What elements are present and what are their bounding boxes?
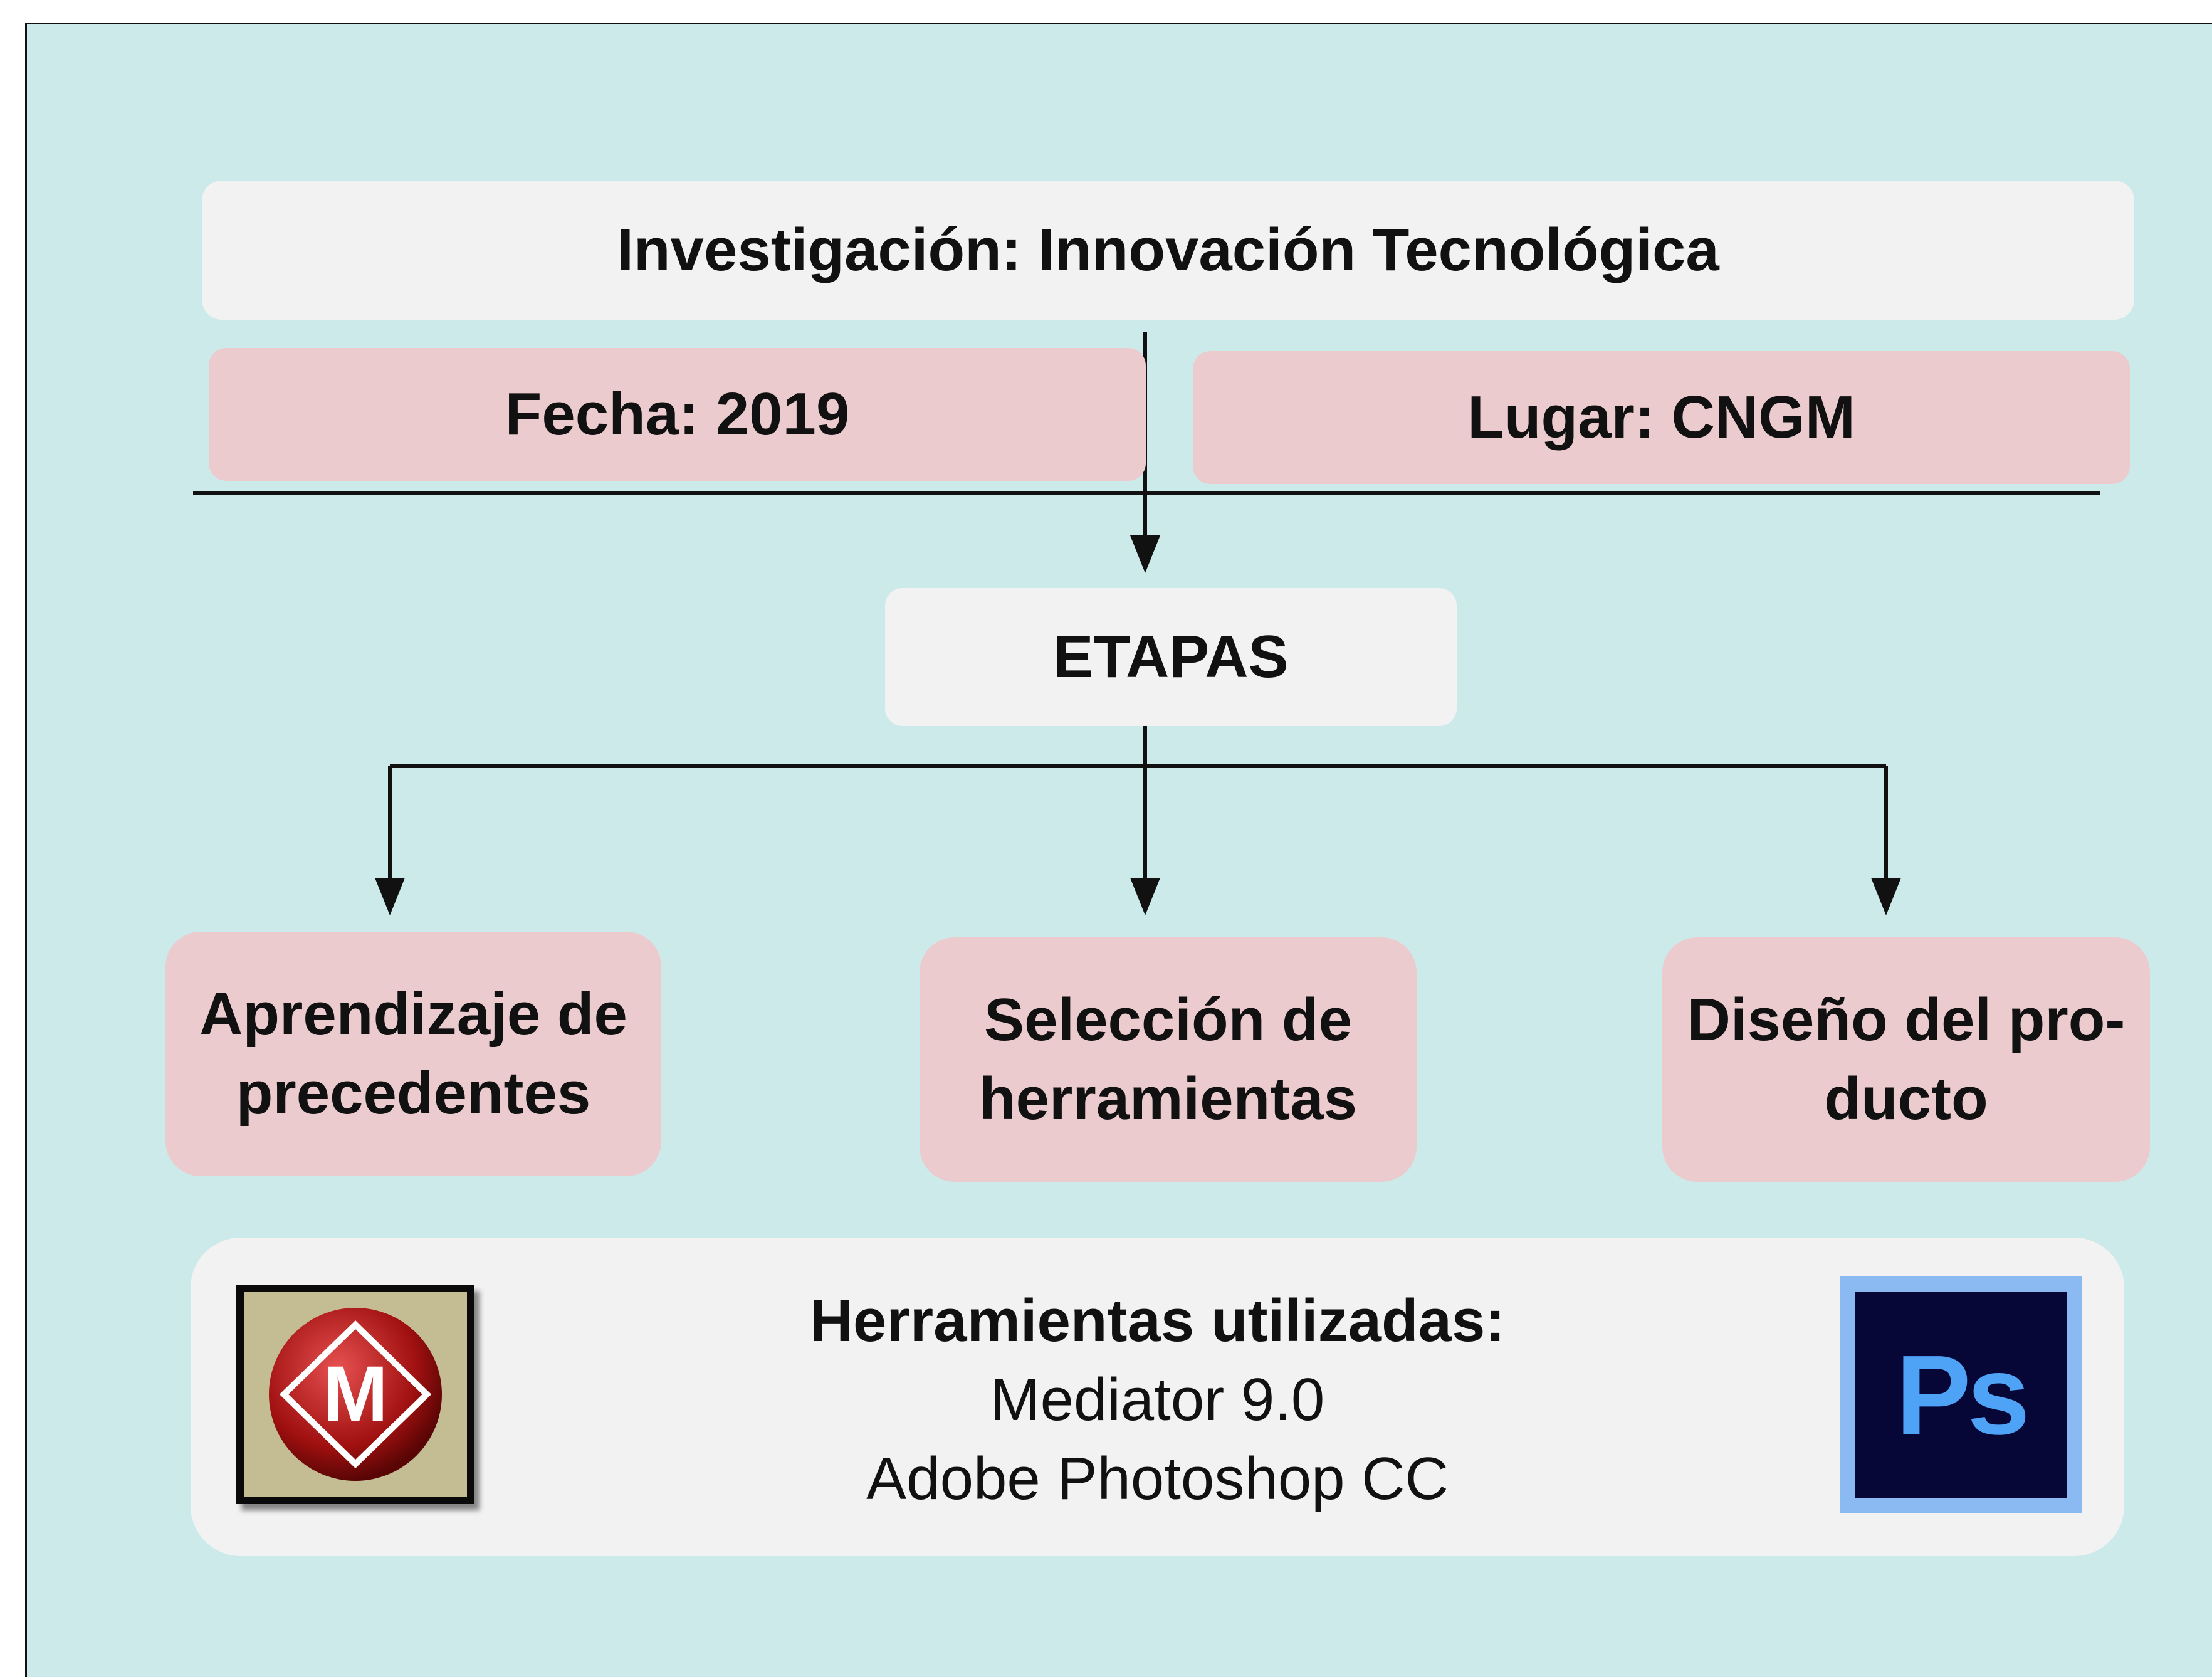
mediator-logo-icon: M bbox=[236, 1285, 474, 1504]
research-title-box: Investigación: Innovación Tecnológica bbox=[202, 181, 2134, 320]
research-title: Investigación: Innovación Tecnológica bbox=[617, 216, 1719, 283]
stage-box-product-design: Diseño del pro- ducto bbox=[1662, 937, 2150, 1182]
connector-lines bbox=[193, 332, 2100, 915]
tools-header: Herramientas utilizadas: bbox=[809, 1287, 1506, 1354]
stages-header-box: ETAPAS bbox=[885, 588, 1457, 726]
stage-1-line-1: Aprendizaje de bbox=[199, 981, 627, 1048]
tool-item-mediator: Mediator 9.0 bbox=[990, 1366, 1325, 1433]
diagram-canvas: Investigación: Innovación Tecnológica Fe… bbox=[25, 23, 2212, 1677]
photoshop-logo-icon: Ps bbox=[1840, 1276, 2082, 1513]
date-label: Fecha: 2019 bbox=[505, 381, 850, 448]
place-box: Lugar: CNGM bbox=[1193, 351, 2130, 484]
stages-header: ETAPAS bbox=[1053, 623, 1289, 690]
stage-2-line-1: Selección de bbox=[984, 986, 1352, 1053]
tools-text: Herramientas utilizadas: Mediator 9.0 Ad… bbox=[191, 1282, 2124, 1518]
svg-text:M: M bbox=[323, 1350, 388, 1438]
stage-1-line-2: precedentes bbox=[236, 1060, 591, 1127]
stage-2-line-2: herramientas bbox=[979, 1065, 1357, 1132]
tool-item-photoshop: Adobe Photoshop CC bbox=[866, 1445, 1449, 1512]
stage-box-learning: Aprendizaje de precedentes bbox=[165, 932, 661, 1176]
stage-3-line-2: ducto bbox=[1824, 1065, 1988, 1132]
stage-box-tool-selection: Selección de herramientas bbox=[920, 937, 1417, 1182]
tools-box: M Herramientas utilizadas: Mediator 9.0 … bbox=[191, 1238, 2124, 1556]
place-label: Lugar: CNGM bbox=[1467, 384, 1855, 451]
date-box: Fecha: 2019 bbox=[209, 348, 1146, 481]
stage-3-line-1: Diseño del pro- bbox=[1687, 986, 2126, 1053]
